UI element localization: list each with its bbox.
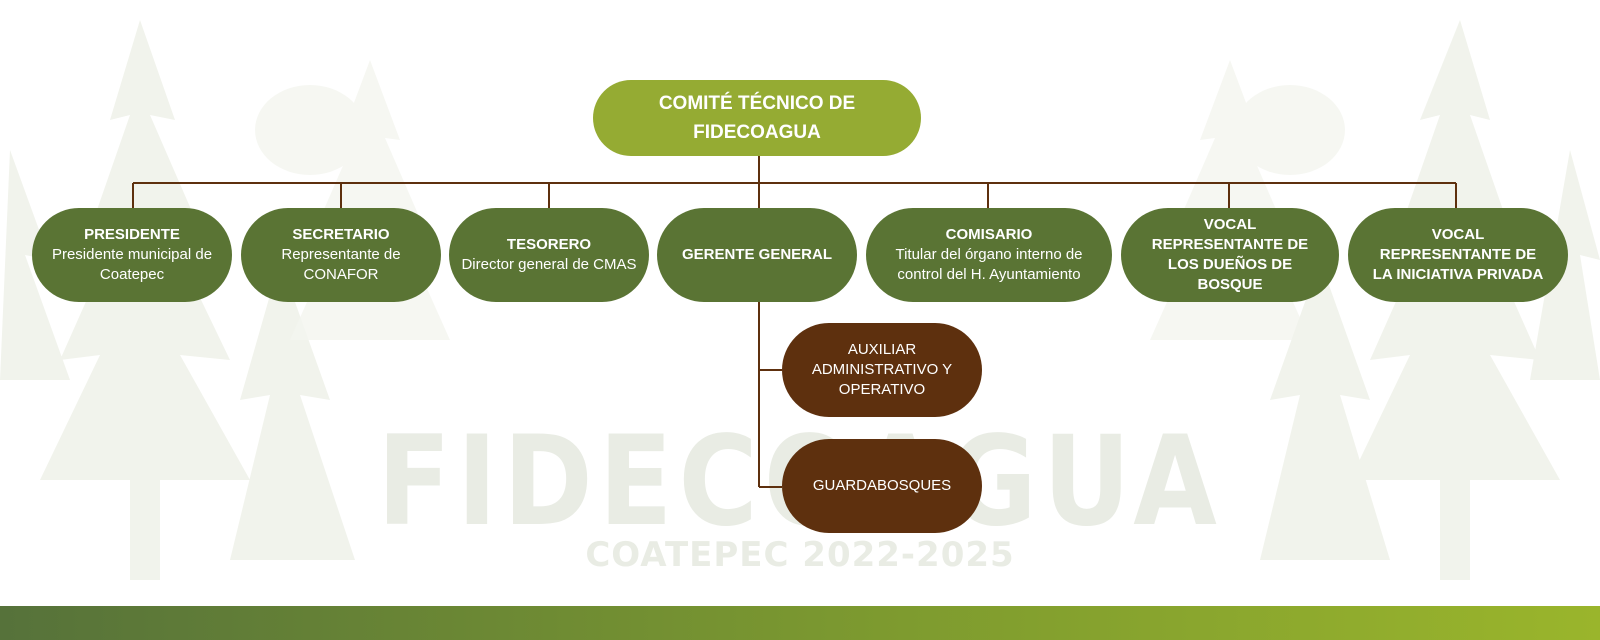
node-presidente: PRESIDENTE Presidente municipal de Coate…: [32, 208, 232, 302]
node-guardabosques-label: GUARDABOSQUES: [812, 477, 952, 494]
node-presidente-title: PRESIDENTE: [84, 226, 180, 243]
node-secretario-title: SECRETARIO: [292, 226, 390, 243]
node-comisario: COMISARIO Titular del órgano interno de …: [866, 208, 1112, 302]
node-secretario-desc: Representante de CONAFOR: [281, 246, 401, 283]
node-comite-tecnico: COMITÉ TÉCNICO DE FIDECOAGUA: [593, 80, 921, 156]
node-secretario: SECRETARIO Representante de CONAFOR: [241, 208, 441, 302]
node-vocal-duenos-bosque: VOCAL REPRESENTANTE DE LOS DUEÑOS DE BOS…: [1121, 208, 1339, 302]
node-gerente-general: GERENTE GENERAL: [657, 208, 857, 302]
footer-gradient-bar: [0, 606, 1600, 640]
node-auxiliar-administrativo: AUXILIAR ADMINISTRATIVO Y OPERATIVO: [782, 323, 982, 417]
node-guardabosques: GUARDABOSQUES: [782, 439, 982, 533]
node-tesorero: TESORERO Director general de CMAS: [449, 208, 649, 302]
node-vocal-iniciativa-privada-title: VOCAL REPRESENTANTE DE LA INICIATIVA PRI…: [1372, 226, 1544, 283]
node-gerente-general-title: GERENTE GENERAL: [681, 246, 832, 263]
node-tesorero-desc: Director general de CMAS: [461, 256, 637, 273]
node-auxiliar-administrativo-label: AUXILIAR ADMINISTRATIVO Y OPERATIVO: [811, 341, 953, 398]
node-tesorero-title: TESORERO: [506, 236, 592, 253]
node-vocal-iniciativa-privada: VOCAL REPRESENTANTE DE LA INICIATIVA PRI…: [1348, 208, 1568, 302]
node-presidente-desc: Presidente municipal de Coatepec: [51, 246, 213, 283]
node-vocal-duenos-bosque-title: VOCAL REPRESENTANTE DE LOS DUEÑOS DE BOS…: [1151, 216, 1309, 293]
node-comisario-title: COMISARIO: [945, 226, 1033, 243]
node-comisario-desc: Titular del órgano interno de control de…: [895, 246, 1083, 283]
node-comite-tecnico-title: COMITÉ TÉCNICO DE FIDECOAGUA: [658, 93, 856, 143]
watermark-subtitle: COATEPEC 2022-2025: [585, 535, 1015, 575]
